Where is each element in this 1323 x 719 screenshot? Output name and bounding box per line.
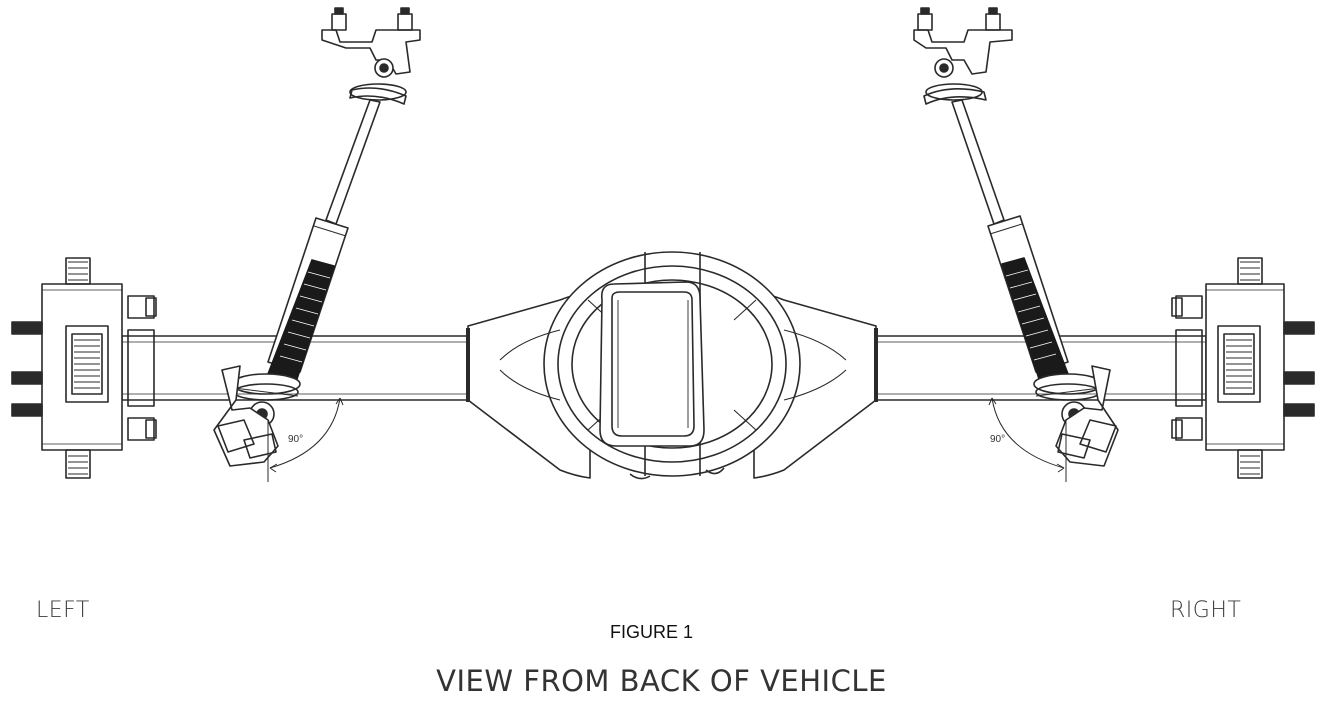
left-side-label: LEFT bbox=[36, 598, 90, 623]
angle-label-right: 90° bbox=[990, 434, 1005, 445]
differential-housing bbox=[466, 251, 878, 480]
right-side-label: RIGHT bbox=[1170, 598, 1242, 623]
wheel-hub-left bbox=[11, 257, 157, 479]
shock-absorber-left bbox=[213, 7, 421, 467]
axle-assembly-drawing: 90° 90° bbox=[11, 7, 1315, 482]
shock-absorber-right bbox=[913, 7, 1119, 467]
angle-label-left: 90° bbox=[288, 434, 303, 445]
wheel-hub-right bbox=[1171, 257, 1315, 479]
figure-caption: FIGURE 1 bbox=[610, 622, 694, 642]
angle-marker-left: 90° bbox=[267, 397, 344, 482]
view-caption: VIEW FROM BACK OF VEHICLE bbox=[436, 664, 887, 698]
angle-marker-right: 90° bbox=[988, 397, 1067, 482]
